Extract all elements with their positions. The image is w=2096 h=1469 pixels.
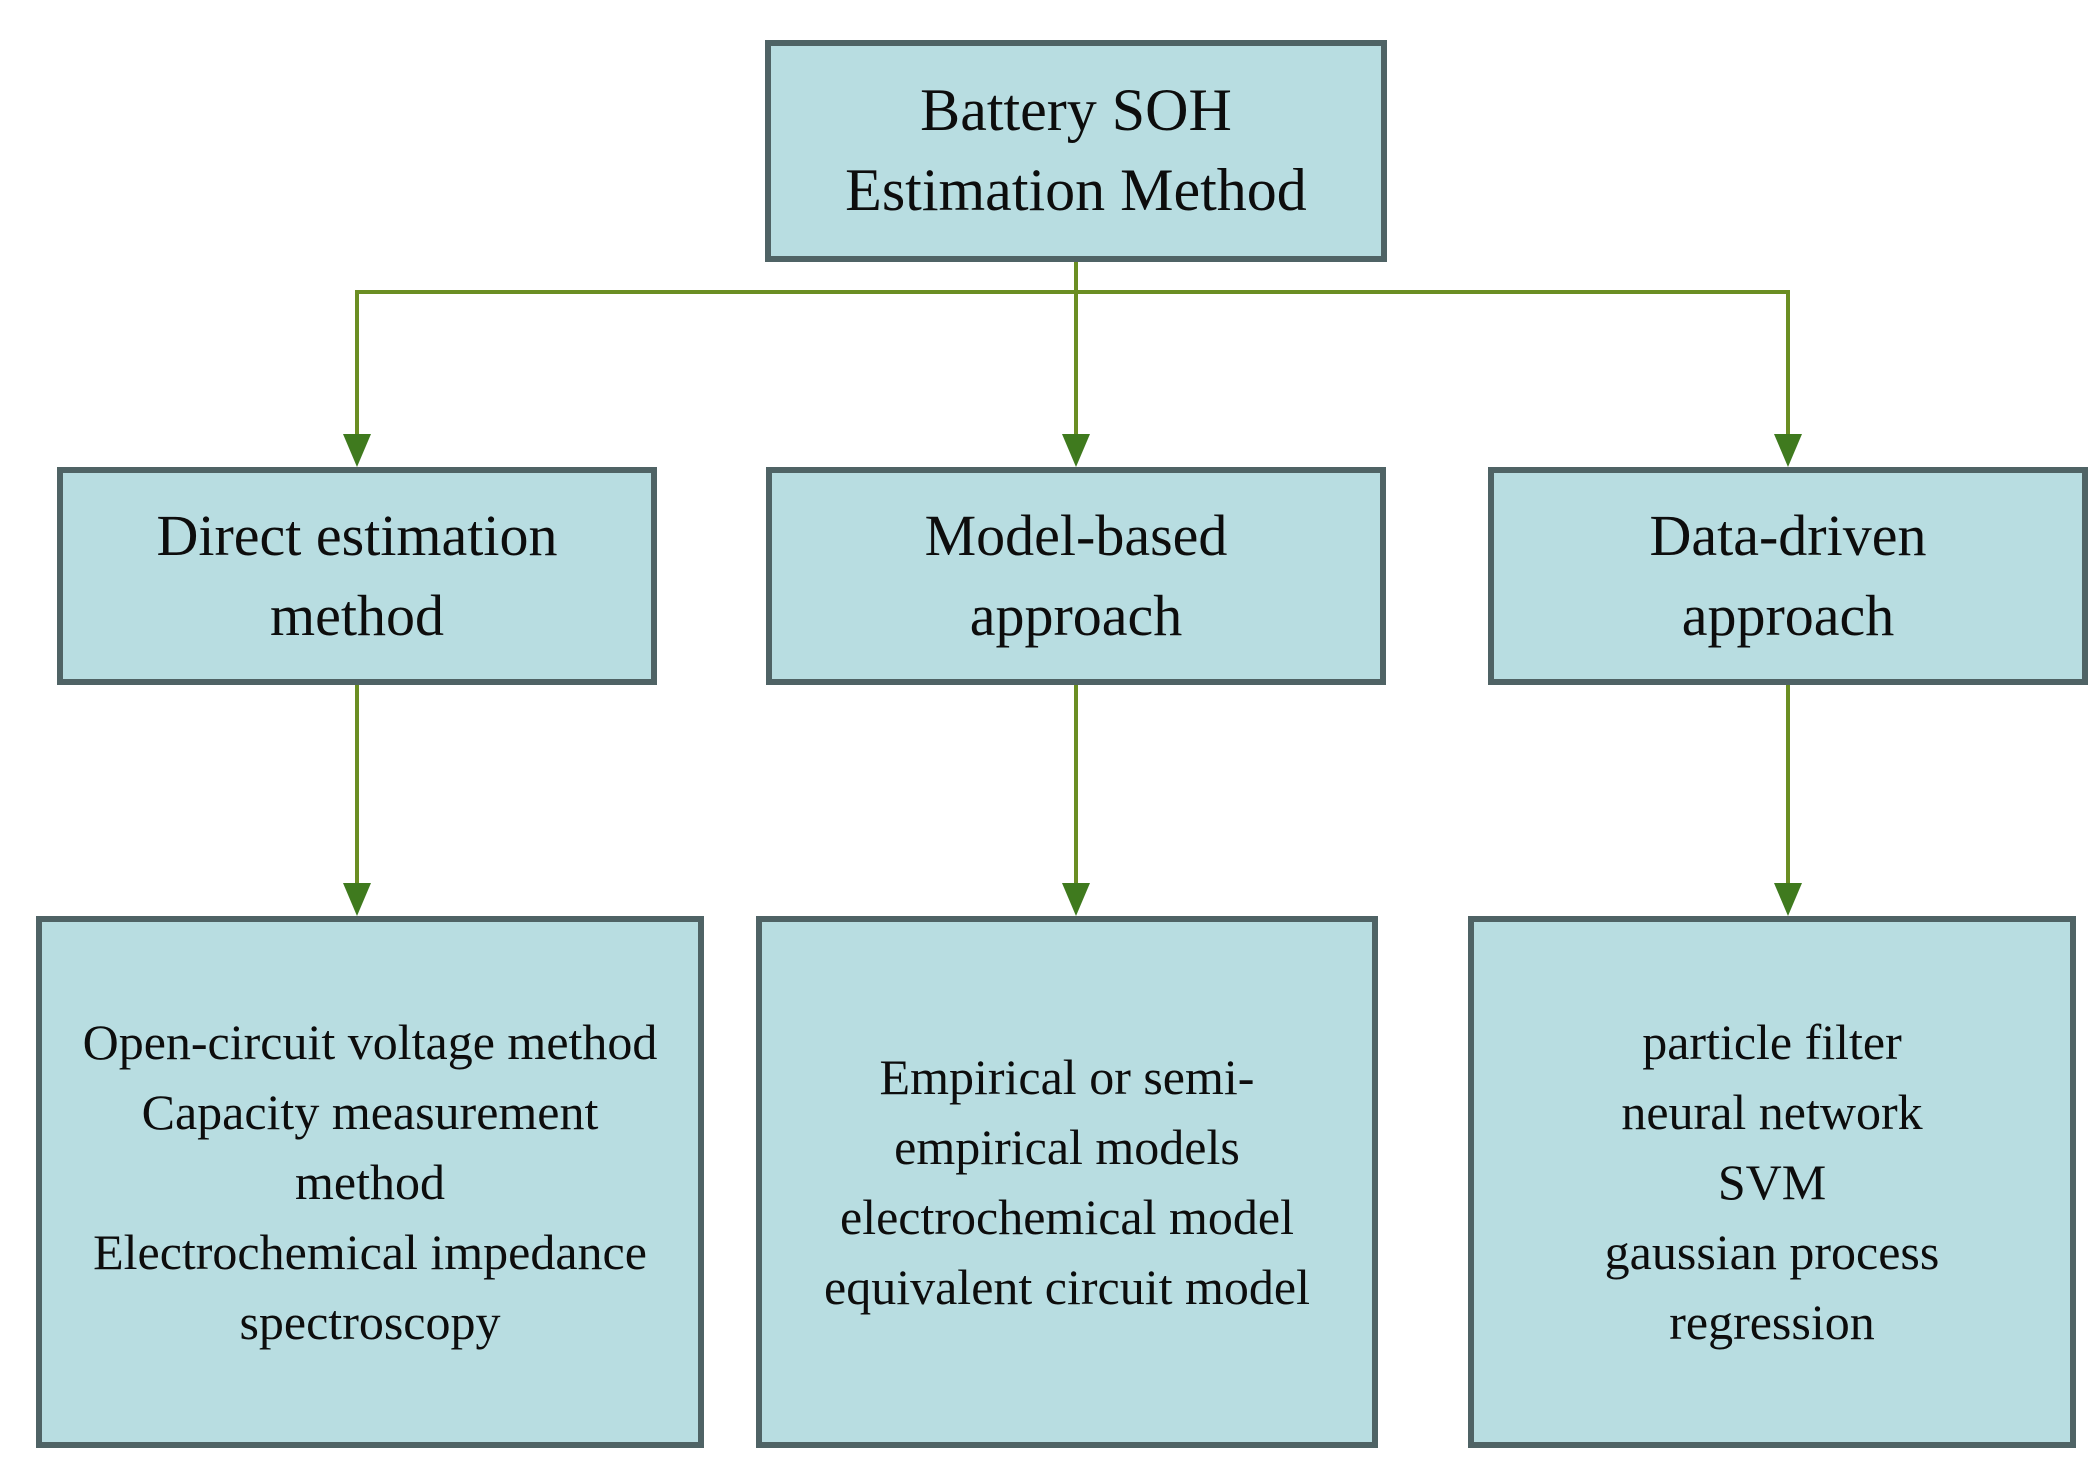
arrowhead-to-model-leaf [1062,883,1090,916]
node-direct-estimation-method: Direct estimation method [57,467,657,685]
arrowhead-to-direct-estimation [343,434,371,467]
leaf-item: SVM [1717,1154,1827,1210]
leaf-item: Electrochemical impedance spectroscopy [93,1224,647,1350]
node-model-based-techniques: Empirical or semi- empirical models elec… [756,916,1378,1448]
arrowhead-to-model-based [1062,434,1090,467]
leaf-item: electrochemical model [840,1189,1294,1245]
node-model-based-approach: Model-based approach [766,467,1386,685]
node-data-driven-techniques: particle filter neural network SVM gauss… [1468,916,2076,1448]
leaf-item: Empirical or semi- empirical models [879,1049,1255,1175]
leaf-item: equivalent circuit model [824,1259,1310,1315]
leaf-item: Capacity measurement method [141,1084,599,1210]
arrowhead-to-data-driven [1774,434,1802,467]
leaf-item: Open-circuit voltage method [82,1014,658,1070]
leaf-item: particle filter [1642,1014,1902,1070]
node-direct-estimation-techniques: Open-circuit voltage method Capacity mea… [36,916,704,1448]
arrowhead-to-data-leaf [1774,883,1802,916]
arrowhead-to-direct-leaf [343,883,371,916]
node-data-driven-approach: Data-driven approach [1488,467,2088,685]
node-battery-soh-estimation-method: Battery SOH Estimation Method [765,40,1387,262]
leaf-item: gaussian process regression [1604,1224,1940,1350]
leaf-item: neural network [1621,1084,1923,1140]
